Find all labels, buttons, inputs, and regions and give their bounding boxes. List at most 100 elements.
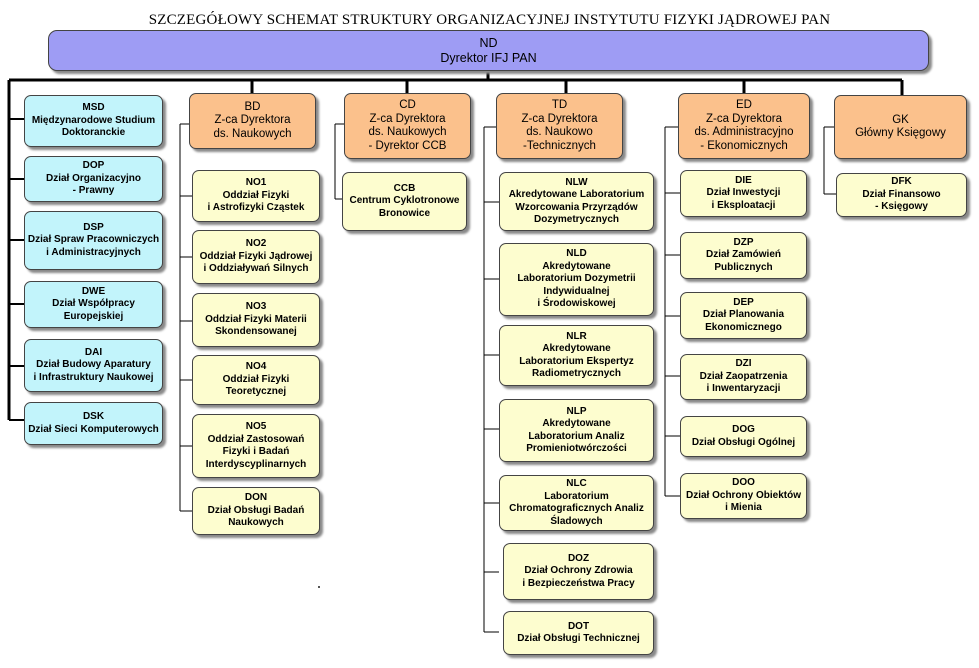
node-name: Dział Inwestycji i Eksploatacji: [706, 187, 781, 211]
node-code: NO1: [245, 177, 267, 189]
node-name: Oddział Fizyki i Astrofizyki Cząstek: [207, 189, 305, 214]
node-dzi: DZI Dział Zaopatrzenia i Inwentaryzacji: [680, 354, 807, 400]
node-name: Dział Finansowo - Księgowy: [862, 188, 941, 213]
node-code: DZI: [735, 358, 752, 370]
node-code: ND: [479, 35, 498, 50]
node-msd: MSD Międzynarodowe Studium Doktoranckie: [24, 95, 163, 147]
node-dop: DOP Dział Organizacyjno - Prawny: [24, 156, 163, 202]
node-code: DOO: [732, 477, 755, 489]
node-code: DOT: [567, 620, 590, 632]
node-code: DOP: [82, 160, 105, 172]
node-code: DZP: [733, 236, 754, 248]
node-code: CD: [399, 99, 416, 111]
node-code: DON: [244, 492, 268, 504]
node-name: Międzynarodowe Studium Doktoranckie: [31, 114, 156, 139]
node-code: DAI: [84, 346, 103, 358]
node-code: DWE: [81, 285, 106, 297]
node-name: Dział Planowania Ekonomicznego: [702, 309, 785, 333]
node-gk: GK Główny Księgowy: [834, 95, 967, 159]
node-dog: DOG Dział Obsługi Ogólnej: [680, 416, 807, 457]
node-dsk: DSK Dział Sieci Komputerowych: [24, 402, 163, 445]
node-nlp: NLP Akredytowane Laboratorium Analiz Pro…: [499, 399, 654, 462]
node-doz: DOZ Dział Ochrony Zdrowia i Bezpieczeńst…: [503, 543, 654, 600]
node-die: DIE Dział Inwestycji i Eksploatacji: [680, 170, 807, 217]
node-code: NLR: [566, 330, 587, 342]
node-code: DOZ: [567, 552, 590, 564]
node-name: Z-ca Dyrektora ds. Administracyjno - Eko…: [694, 112, 794, 152]
node-name: Akredytowane Laboratorium Ekspertyz Radi…: [519, 343, 634, 379]
node-name: Akredytowane Laboratorium Wzorcowania Pr…: [508, 189, 645, 225]
node-dwe: DWE Dział Współpracy Europejskiej: [24, 281, 163, 328]
node-name: Oddział Zastosowań Fizyki i Badań Interd…: [205, 433, 307, 470]
node-code: NO2: [245, 238, 267, 250]
node-code: TD: [551, 99, 568, 111]
node-dzp: DZP Dział Zamówień Publicznych: [680, 232, 807, 279]
node-name: Laboratorium Chromatograficznych Analiz …: [509, 490, 644, 527]
node-code: ED: [736, 99, 752, 111]
node-name: Oddział Fizyki Jądrowej i Oddziaływań Si…: [199, 250, 313, 275]
node-name: Dział Zamówień Publicznych: [705, 249, 781, 273]
node-name: Z-ca Dyrektora ds. Naukowo -Technicznych: [521, 112, 598, 152]
node-code: DIE: [735, 174, 752, 186]
node-name: Z-ca Dyrektora ds. Naukowych - Dyrektor …: [368, 112, 447, 152]
node-dot: DOT Dział Obsługi Technicznej: [503, 611, 654, 655]
node-name: Dział Spraw Pracowniczych i Administracy…: [27, 234, 160, 258]
node-code: DSK: [82, 411, 105, 422]
node-code: NO5: [245, 421, 267, 432]
node-no5: NO5 Oddział Zastosowań Fizyki i Badań In…: [192, 414, 320, 478]
node-name: Dział Budowy Aparatury i Infrastruktury …: [33, 359, 154, 383]
node-name: Akredytowane Laboratorium Dozymetrii Ind…: [517, 260, 636, 310]
node-name: Dyrektor IFJ PAN: [440, 50, 537, 65]
node-doo: DOO Dział Ochrony Obiektów i Mienia: [680, 473, 807, 519]
node-no1: NO1 Oddział Fizyki i Astrofizyki Cząstek: [192, 170, 320, 222]
node-code: DSP: [83, 221, 104, 233]
node-nlr: NLR Akredytowane Laboratorium Ekspertyz …: [499, 325, 654, 386]
node-code: NO4: [245, 361, 267, 373]
node-nd: ND Dyrektor IFJ PAN: [48, 30, 929, 71]
node-dep: DEP Dział Planowania Ekonomicznego: [680, 292, 807, 339]
node-code: GK: [892, 113, 909, 126]
node-dsp: DSP Dział Spraw Pracowniczych i Administ…: [24, 211, 163, 270]
node-code: BD: [244, 100, 261, 113]
node-name: Dział Ochrony Zdrowia i Bezpieczeństwa P…: [522, 565, 635, 589]
node-no4: NO4 Oddział Fizyki Teoretycznej: [192, 355, 320, 405]
node-code: NLW: [565, 176, 588, 188]
node-no3: NO3 Oddział Fizyki Materii Skondensowane…: [192, 293, 320, 347]
node-name: Centrum Cyklotronowe Bronowice: [349, 195, 460, 219]
node-name: Dział Zaopatrzenia i Inwentaryzacji: [699, 370, 788, 395]
node-code: DFK: [891, 176, 912, 188]
node-name: Z-ca Dyrektora ds. Naukowych: [213, 114, 292, 140]
node-don: DON Dział Obsługi Badań Naukowych: [192, 487, 320, 535]
node-name: Dział Obsługi Ogólnej: [691, 436, 796, 448]
chart-title: SZCZEGÓŁOWY SCHEMAT STRUKTURY ORGANIZACY…: [148, 12, 831, 28]
node-ccb: CCB Centrum Cyklotronowe Bronowice: [342, 172, 467, 231]
node-name: Akredytowane Laboratorium Analiz Promien…: [526, 418, 627, 454]
node-nlc: NLC Laboratorium Chromatograficznych Ana…: [499, 475, 654, 531]
node-code: NLP: [566, 405, 587, 417]
node-nlw: NLW Akredytowane Laboratorium Wzorcowani…: [499, 172, 654, 231]
node-td: TD Z-ca Dyrektora ds. Naukowo -Techniczn…: [496, 93, 623, 159]
node-name: Główny Księgowy: [855, 127, 946, 139]
node-code: DEP: [733, 296, 754, 308]
node-code: DOG: [732, 424, 755, 435]
node-name: Dział Sieci Komputerowych: [28, 423, 159, 435]
node-name: Dział Organizacyjno - Prawny: [45, 172, 142, 197]
node-cd: CD Z-ca Dyrektora ds. Naukowych - Dyrekt…: [344, 93, 471, 159]
node-code: MSD: [82, 102, 105, 114]
node-code: NO3: [245, 301, 267, 313]
node-bd: BD Z-ca Dyrektora ds. Naukowych: [189, 93, 316, 149]
node-name: Dział Obsługi Technicznej: [517, 633, 640, 644]
node-name: Dział Współpracy Europejskiej: [52, 298, 135, 322]
node-code: NLD: [566, 248, 587, 260]
node-name: Oddział Fizyki Materii Skondensowanej: [205, 313, 307, 338]
node-code: CCB: [393, 182, 416, 194]
node-dfk: DFK Dział Finansowo - Księgowy: [836, 173, 967, 217]
node-name: Dział Obsługi Badań Naukowych: [207, 504, 305, 529]
node-dai: DAI Dział Budowy Aparatury i Infrastrukt…: [24, 339, 163, 392]
node-code: NLC: [566, 478, 587, 489]
stray-dot: [318, 586, 320, 588]
node-name: Dział Ochrony Obiektów i Mienia: [685, 489, 802, 514]
node-ed: ED Z-ca Dyrektora ds. Administracyjno - …: [678, 93, 810, 159]
node-name: Oddział Fizyki Teoretycznej: [222, 373, 290, 398]
